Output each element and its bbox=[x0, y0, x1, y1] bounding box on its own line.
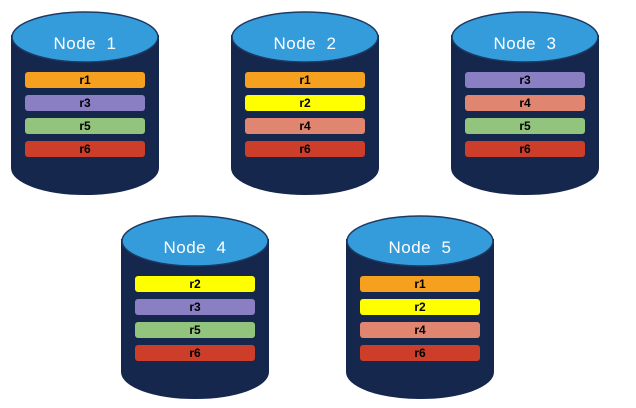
partition-r3[interactable]: r3 bbox=[465, 72, 585, 88]
partition-r2[interactable]: r2 bbox=[245, 95, 365, 111]
partition-r6[interactable]: r6 bbox=[245, 141, 365, 157]
partition-r2[interactable]: r2 bbox=[360, 299, 480, 315]
partition-r3[interactable]: r3 bbox=[25, 95, 145, 111]
partition-r1[interactable]: r1 bbox=[245, 72, 365, 88]
cylinder-top-ellipse bbox=[121, 215, 269, 267]
partition-r5[interactable]: r5 bbox=[465, 118, 585, 134]
partition-r6[interactable]: r6 bbox=[135, 345, 255, 361]
cylinder-top-ellipse bbox=[451, 11, 599, 63]
partition-list: r1 r2 r4 r6 bbox=[245, 72, 365, 157]
partition-r6[interactable]: r6 bbox=[360, 345, 480, 361]
partition-r2[interactable]: r2 bbox=[135, 276, 255, 292]
partition-r1[interactable]: r1 bbox=[25, 72, 145, 88]
partition-r4[interactable]: r4 bbox=[360, 322, 480, 338]
cylinder-top-ellipse bbox=[231, 11, 379, 63]
partition-r6[interactable]: r6 bbox=[465, 141, 585, 157]
partition-r1[interactable]: r1 bbox=[360, 276, 480, 292]
partition-list: r3 r4 r5 r6 bbox=[465, 72, 585, 157]
partition-list: r1 r2 r4 r6 bbox=[360, 276, 480, 361]
partition-r3[interactable]: r3 bbox=[135, 299, 255, 315]
partition-r5[interactable]: r5 bbox=[25, 118, 145, 134]
partition-list: r1 r3 r5 r6 bbox=[25, 72, 145, 157]
partition-r4[interactable]: r4 bbox=[245, 118, 365, 134]
cylinder-top-ellipse bbox=[11, 11, 159, 63]
partition-list: r2 r3 r5 r6 bbox=[135, 276, 255, 361]
cylinder-top-ellipse bbox=[346, 215, 494, 267]
partition-r4[interactable]: r4 bbox=[465, 95, 585, 111]
partition-r6[interactable]: r6 bbox=[25, 141, 145, 157]
partition-r5[interactable]: r5 bbox=[135, 322, 255, 338]
